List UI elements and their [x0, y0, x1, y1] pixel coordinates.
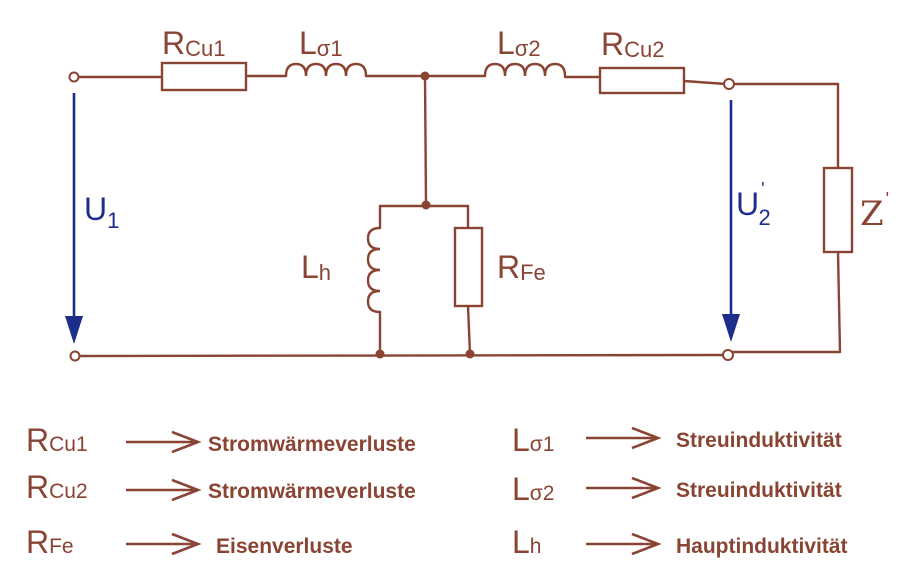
svg-text:Lσ2: Lσ2	[512, 471, 554, 507]
legend-item-rcu1: RCu1 Stromwärmeverluste	[26, 422, 416, 458]
legend-item-rcu2: RCu2 Stromwärmeverluste	[26, 469, 416, 505]
svg-text:RFe: RFe	[26, 524, 74, 560]
legend-item-lh: Lh Hauptinduktivität	[512, 524, 848, 560]
svg-text:Lσ1: Lσ1	[512, 422, 554, 458]
svg-text:Eisenverluste: Eisenverluste	[216, 535, 353, 558]
resistor-rfe	[453, 226, 484, 308]
legend: RCu1 Stromwärmeverluste RCu2 Stromwärmev…	[26, 422, 848, 560]
label-lh: Lh	[301, 249, 331, 285]
svg-text:Streuinduktivität: Streuinduktivität	[676, 429, 842, 452]
label-rfe: RFe	[497, 249, 546, 285]
svg-text:Stromwärmeverluste: Stromwärmeverluste	[208, 433, 416, 456]
label-lsigma2: Lσ2	[497, 25, 541, 61]
label-z: Z'	[860, 189, 889, 234]
svg-text:RCu1: RCu1	[26, 422, 88, 458]
shunt-branch	[378, 74, 472, 356]
legend-item-lsigma2: Lσ2 Streuinduktivität	[512, 471, 842, 507]
voltage-arrow-u2	[722, 100, 740, 342]
svg-text:Hauptinduktivität: Hauptinduktivität	[676, 535, 848, 558]
terminal-out-top	[723, 78, 735, 90]
terminal-in-top	[68, 71, 80, 83]
junction-top	[420, 71, 430, 81]
inductor-lh	[366, 226, 382, 314]
label-rcu2: RCu2	[601, 26, 664, 62]
load-branch	[731, 82, 842, 354]
junction-shunt	[421, 200, 431, 210]
junction-bottom-lh	[375, 349, 385, 359]
load-impedance-z	[822, 166, 854, 254]
bottom-wire	[77, 353, 725, 358]
svg-text:RCu2: RCu2	[26, 469, 88, 505]
svg-text:Lh: Lh	[512, 524, 541, 560]
resistor-rcu1	[160, 61, 248, 92]
label-rcu1: RCu1	[162, 25, 225, 61]
legend-item-lsigma1: Lσ1 Streuinduktivität	[512, 422, 842, 458]
svg-text:Streuinduktivität: Streuinduktivität	[676, 479, 842, 502]
terminal-out-bottom	[722, 349, 734, 361]
svg-text:Stromwärmeverluste: Stromwärmeverluste	[208, 480, 416, 503]
inductor-lsigma2	[483, 62, 567, 78]
label-lsigma1: Lσ1	[299, 25, 343, 61]
label-u1: U1	[84, 191, 119, 233]
legend-item-rfe: RFe Eisenverluste	[26, 524, 353, 560]
terminal-in-bottom	[69, 350, 81, 362]
resistor-rcu2	[598, 66, 686, 95]
voltage-arrow-u1	[65, 93, 83, 344]
junction-bottom-rfe	[465, 349, 475, 359]
inductor-lsigma1	[284, 62, 368, 78]
label-u2: U'2	[736, 179, 771, 230]
